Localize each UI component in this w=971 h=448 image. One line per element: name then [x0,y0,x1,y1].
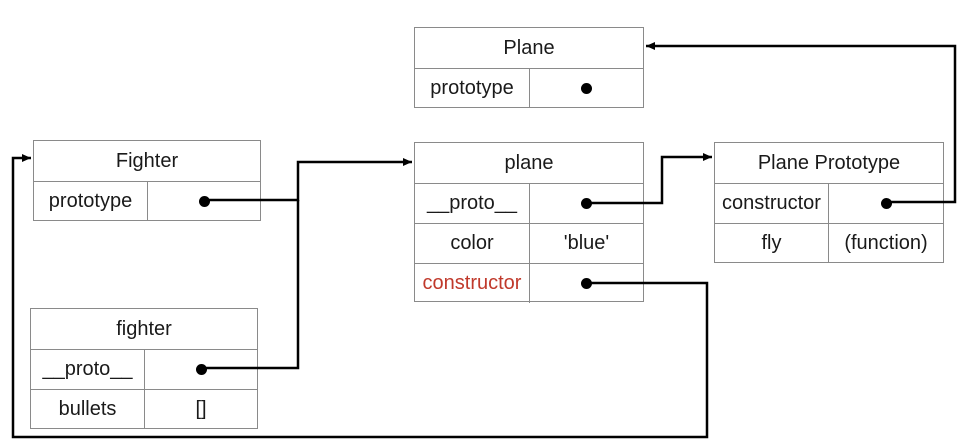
plane-prototype-constructor-value [829,184,943,223]
fighter-object-proto-key: __proto__ [31,350,145,389]
plane-object-title: plane [415,143,643,184]
plane-object-box: plane __proto__ color 'blue' constructor [414,142,644,303]
fighter-function-row-prototype: prototype [34,182,260,221]
plane-function-row-prototype: prototype [415,69,643,108]
pointer-dot [581,83,592,94]
plane-prototype-constructor-key: constructor [715,184,829,223]
fighter-object-row-bullets: bullets [] [31,390,257,429]
plane-object-proto-key: __proto__ [415,184,530,223]
fighter-function-prototype-key: prototype [34,182,148,221]
pointer-dot [198,196,210,207]
fighter-object-bullets-key: bullets [31,390,145,429]
fighter-object-title: fighter [31,309,257,350]
plane-prototype-title: Plane Prototype [715,143,943,184]
fighter-object-row-proto: __proto__ [31,350,257,390]
plane-prototype-row-fly: fly (function) [715,224,943,263]
plane-prototype-row-constructor: constructor [715,184,943,224]
plane-function-title: Plane [415,28,643,69]
pointer-dot [195,364,207,375]
arrow-plane-proto-to-plane-prototype [586,153,712,205]
plane-prototype-fly-key: fly [715,224,829,263]
plane-object-row-color: color 'blue' [415,224,643,264]
fighter-object-bullets-value: [] [195,398,207,420]
plane-object-color-value: 'blue' [563,232,610,254]
plane-prototype-box: Plane Prototype constructor fly (functio… [714,142,944,263]
plane-prototype-fly-value: (function) [844,232,928,254]
fighter-function-box: Fighter prototype [33,140,261,221]
arrow-constructor-to-plane-function [646,42,957,204]
arrow-plane-constructor-to-fighter [11,154,709,439]
plane-function-box: Plane prototype [414,27,644,108]
plane-function-prototype-key: prototype [415,69,530,108]
fighter-object-proto-value [145,350,257,389]
arrow-fighter-proto-to-plane [200,200,300,370]
arrow-fighter-prototype-to-plane [203,158,412,202]
plane-object-color-key: color [415,224,530,263]
fighter-function-prototype-value [148,182,260,221]
fighter-function-title: Fighter [34,141,260,182]
plane-object-constructor-key: constructor [415,264,530,303]
pointer-dot [880,198,892,209]
plane-function-prototype-value [530,69,643,108]
